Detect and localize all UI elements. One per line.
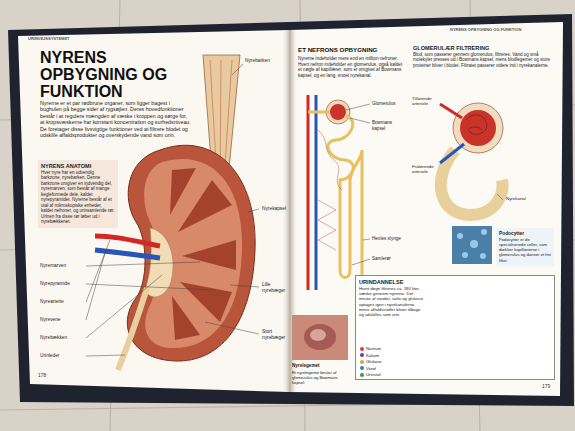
box-body: Hvert døgn filtreres ca. 180 liter væske… [359, 286, 423, 317]
text-label: NYRENS OPBYGNING OG FUNKTION [450, 28, 555, 33]
legend-text: Glukose [366, 359, 382, 364]
page-title: NYRENS OPBYGNING OG FUNKTION [40, 50, 205, 100]
text-label: Bowmans kapsel [372, 120, 406, 131]
text-label: Nyrerne indeholder mere end en million n… [298, 56, 406, 78]
bordered-panel: URINDANNELSEHvert døgn filtreres ca. 180… [355, 275, 555, 380]
legend-swatch [360, 373, 364, 377]
box-heading: Podocytter [499, 231, 551, 236]
legend-swatch [360, 347, 364, 351]
text-label: Fraførende arteriole [412, 164, 439, 175]
legend-item: Kalium [360, 353, 379, 358]
text-label: URINVEJSSYSTEMET [28, 37, 118, 42]
legend-text: Kalium [366, 353, 379, 358]
legend-text: Vand [366, 366, 376, 371]
text-box: NYRENS ANATOMIHver nyre har en udvendig … [38, 160, 118, 228]
text-label: Stort nyrebæger [262, 329, 289, 341]
text-label: Nyrepyramide [40, 281, 84, 287]
box-heading: GLOMERULÆR FILTRERING [413, 45, 552, 51]
text-label: Glomerulus [372, 101, 406, 107]
legend-text: Natrium [366, 346, 381, 351]
text-label: Nyremarven [40, 263, 84, 269]
text-label: Tilførende arteriole [412, 96, 439, 107]
text-label: Samlerør [372, 256, 406, 262]
box-body: Hver nyre har en udvendig barkzone, nyre… [41, 170, 115, 225]
legend-swatch [360, 366, 364, 370]
text-box: GLOMERULÆR FILTRERINGBlod, som passerer … [410, 42, 555, 71]
text-label: Et nyrelegeme består af glomerulus og Bo… [292, 370, 350, 385]
box-body: Blod, som passerer gennem glomerulus, fi… [413, 52, 552, 68]
text-label: 178 [38, 372, 58, 378]
legend-swatch [360, 353, 364, 357]
text-label: Nyrevene [40, 317, 84, 323]
text-label: Urinleder [40, 353, 84, 359]
legend-item: Natrium [360, 346, 381, 351]
legend-item: Urinstof [360, 372, 381, 377]
legend-text: Urinstof [366, 372, 381, 377]
text-label: Nyrerne er et par rødbrune organer, som … [40, 100, 192, 139]
text-label: Nyrearterie [40, 299, 84, 305]
text-box: PodocytterPodocytter er de specialisered… [496, 228, 554, 266]
text-label: Nyrelegemet [292, 363, 350, 369]
box-heading: URINDANNELSE [359, 279, 551, 285]
text-label: ET NEFRONS OPBYGNING [298, 46, 408, 54]
box-body: Podocytter er de specialiserede celler, … [499, 237, 551, 263]
legend-item: Glukose [360, 359, 382, 364]
text-label: 179 [542, 383, 558, 389]
text-label: Nyrebækken [40, 335, 84, 341]
box-heading: NYRENS ANATOMI [41, 163, 115, 169]
text-label: Nyrebarken [245, 58, 285, 64]
legend-swatch [360, 360, 364, 364]
text-label: Lille nyrebæger [262, 282, 289, 294]
text-label: Nyrekanal [506, 196, 546, 201]
legend-item: Vand [360, 366, 376, 371]
text-label: Nyrekapsel [262, 206, 289, 212]
text-label: Henles slynge [372, 236, 406, 242]
